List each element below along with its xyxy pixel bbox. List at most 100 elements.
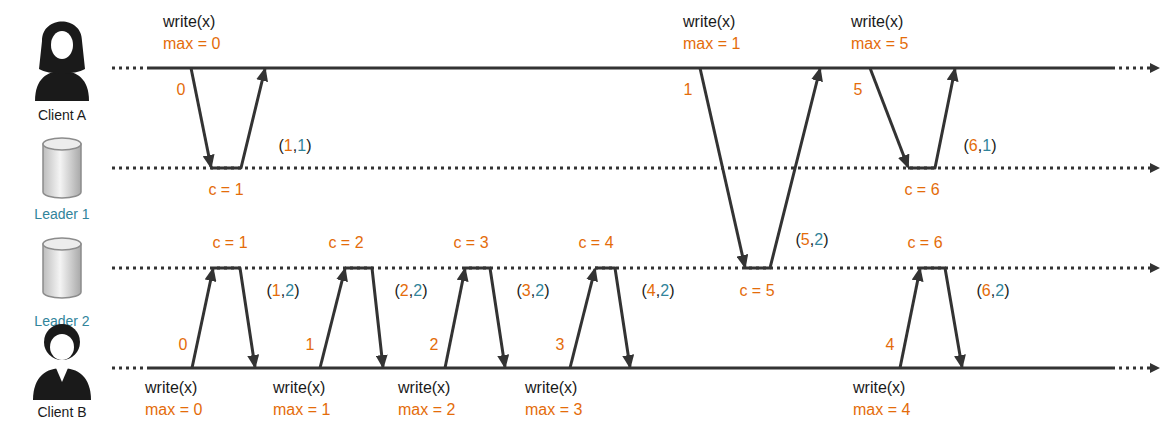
- person-collar: [56, 368, 68, 382]
- max-value: max = 1: [683, 35, 740, 53]
- counter-value: c = 1: [208, 181, 243, 199]
- timeline-dotted: [112, 67, 150, 70]
- person-hair: [44, 324, 80, 360]
- reply-arrow: [745, 69, 820, 268]
- message-timestamp: 0: [177, 81, 186, 99]
- node-name: Client A: [17, 107, 107, 123]
- database-icon: [17, 236, 107, 313]
- reply-pair-part: ): [1004, 282, 1009, 299]
- reply-pair-part: (: [395, 282, 400, 299]
- message-timestamp: 5: [854, 81, 863, 99]
- reply-pair-part: 2: [814, 231, 823, 248]
- request-arrow: [870, 68, 908, 167]
- reply-pair-part: 1: [982, 137, 991, 154]
- client-timeline: [150, 67, 1112, 70]
- reply-pair: (6,2): [977, 282, 1010, 300]
- message-timestamp: 2: [430, 336, 439, 354]
- operation-label: write(x): [525, 379, 577, 397]
- reply-pair-part: (: [642, 282, 647, 299]
- reply-arrow: [908, 69, 955, 168]
- message-timestamp: 0: [179, 336, 188, 354]
- reply-pair-part: (: [267, 282, 272, 299]
- reply-pair-part: ,: [810, 231, 814, 248]
- reply-arrow: [345, 268, 383, 367]
- reply-pair-part: 2: [660, 282, 669, 299]
- cylinder-top: [43, 138, 81, 150]
- reply-pair-part: ,: [281, 282, 285, 299]
- reply-pair-part: 1: [284, 137, 293, 154]
- reply-pair-part: ): [544, 282, 549, 299]
- reply-arrow: [213, 268, 255, 367]
- reply-pair-part: 3: [522, 282, 531, 299]
- max-value: max = 1: [273, 401, 330, 419]
- operation-label: write(x): [683, 13, 735, 31]
- counter-value: c = 5: [739, 282, 774, 300]
- reply-pair: (2,2): [395, 282, 428, 300]
- reply-pair-part: (: [796, 231, 801, 248]
- message-timestamp: 3: [556, 336, 565, 354]
- reply-pair-part: ): [306, 137, 311, 154]
- person-face: [50, 334, 74, 360]
- operation-label: write(x): [163, 13, 215, 31]
- reply-pair: (5,2): [796, 231, 829, 249]
- reply-pair-part: 1: [272, 282, 281, 299]
- cylinder-body: [43, 144, 81, 198]
- reply-pair-part: ,: [293, 137, 297, 154]
- reply-pair-part: 2: [995, 282, 1004, 299]
- reply-pair: (6,1): [964, 137, 997, 155]
- max-value: max = 0: [163, 35, 220, 53]
- reply-pair-part: 1: [297, 137, 306, 154]
- request-arrow: [900, 269, 920, 368]
- reply-arrow: [465, 268, 505, 367]
- leader-timeline: [112, 167, 1152, 170]
- reply-pair-part: ,: [991, 282, 995, 299]
- request-arrow: [192, 269, 213, 368]
- reply-pair-part: ): [991, 137, 996, 154]
- reply-pair-part: ): [669, 282, 674, 299]
- request-arrow: [700, 68, 745, 267]
- counter-value: c = 2: [328, 234, 363, 252]
- database-icon: [17, 136, 107, 206]
- node-name: Client B: [17, 404, 107, 420]
- counter-value: c = 1: [212, 234, 247, 252]
- reply-pair-part: ): [422, 282, 427, 299]
- reply-pair-part: 2: [400, 282, 409, 299]
- client-node: Client B: [17, 312, 107, 420]
- message-timestamp: 1: [684, 81, 693, 99]
- reply-pair-part: (: [279, 137, 284, 154]
- operation-label: write(x): [398, 379, 450, 397]
- reply-pair-part: 2: [285, 282, 294, 299]
- max-value: max = 5: [851, 35, 908, 53]
- cylinder-top: [43, 238, 81, 250]
- reply-pair-part: 6: [982, 282, 991, 299]
- reply-arrow: [595, 268, 630, 367]
- cylinder-body: [43, 244, 81, 298]
- client-node: Client A: [17, 9, 107, 123]
- reply-arrow: [211, 69, 265, 168]
- timeline-dotted: [112, 367, 150, 370]
- counter-value: c = 4: [578, 234, 613, 252]
- leader-node: Leader 2: [17, 236, 107, 329]
- client-timeline: [150, 367, 1112, 370]
- operation-label: write(x): [853, 379, 905, 397]
- max-value: max = 4: [853, 401, 910, 419]
- operation-label: write(x): [145, 379, 197, 397]
- timeline-dotted: [1112, 367, 1152, 370]
- reply-pair-part: ): [294, 282, 299, 299]
- node-name: Leader 1: [17, 206, 107, 222]
- reply-pair-part: 6: [969, 137, 978, 154]
- reply-pair-part: 4: [647, 282, 656, 299]
- message-timestamp: 4: [886, 336, 895, 354]
- person-body: [35, 71, 89, 101]
- operation-label: write(x): [851, 13, 903, 31]
- reply-pair-part: ,: [409, 282, 413, 299]
- reply-pair-part: (: [517, 282, 522, 299]
- leader-node: Leader 1: [17, 136, 107, 222]
- reply-pair: (4,2): [642, 282, 675, 300]
- max-value: max = 0: [145, 401, 202, 419]
- person-hair: [39, 22, 85, 74]
- reply-pair-part: (: [977, 282, 982, 299]
- reply-pair-part: ): [823, 231, 828, 248]
